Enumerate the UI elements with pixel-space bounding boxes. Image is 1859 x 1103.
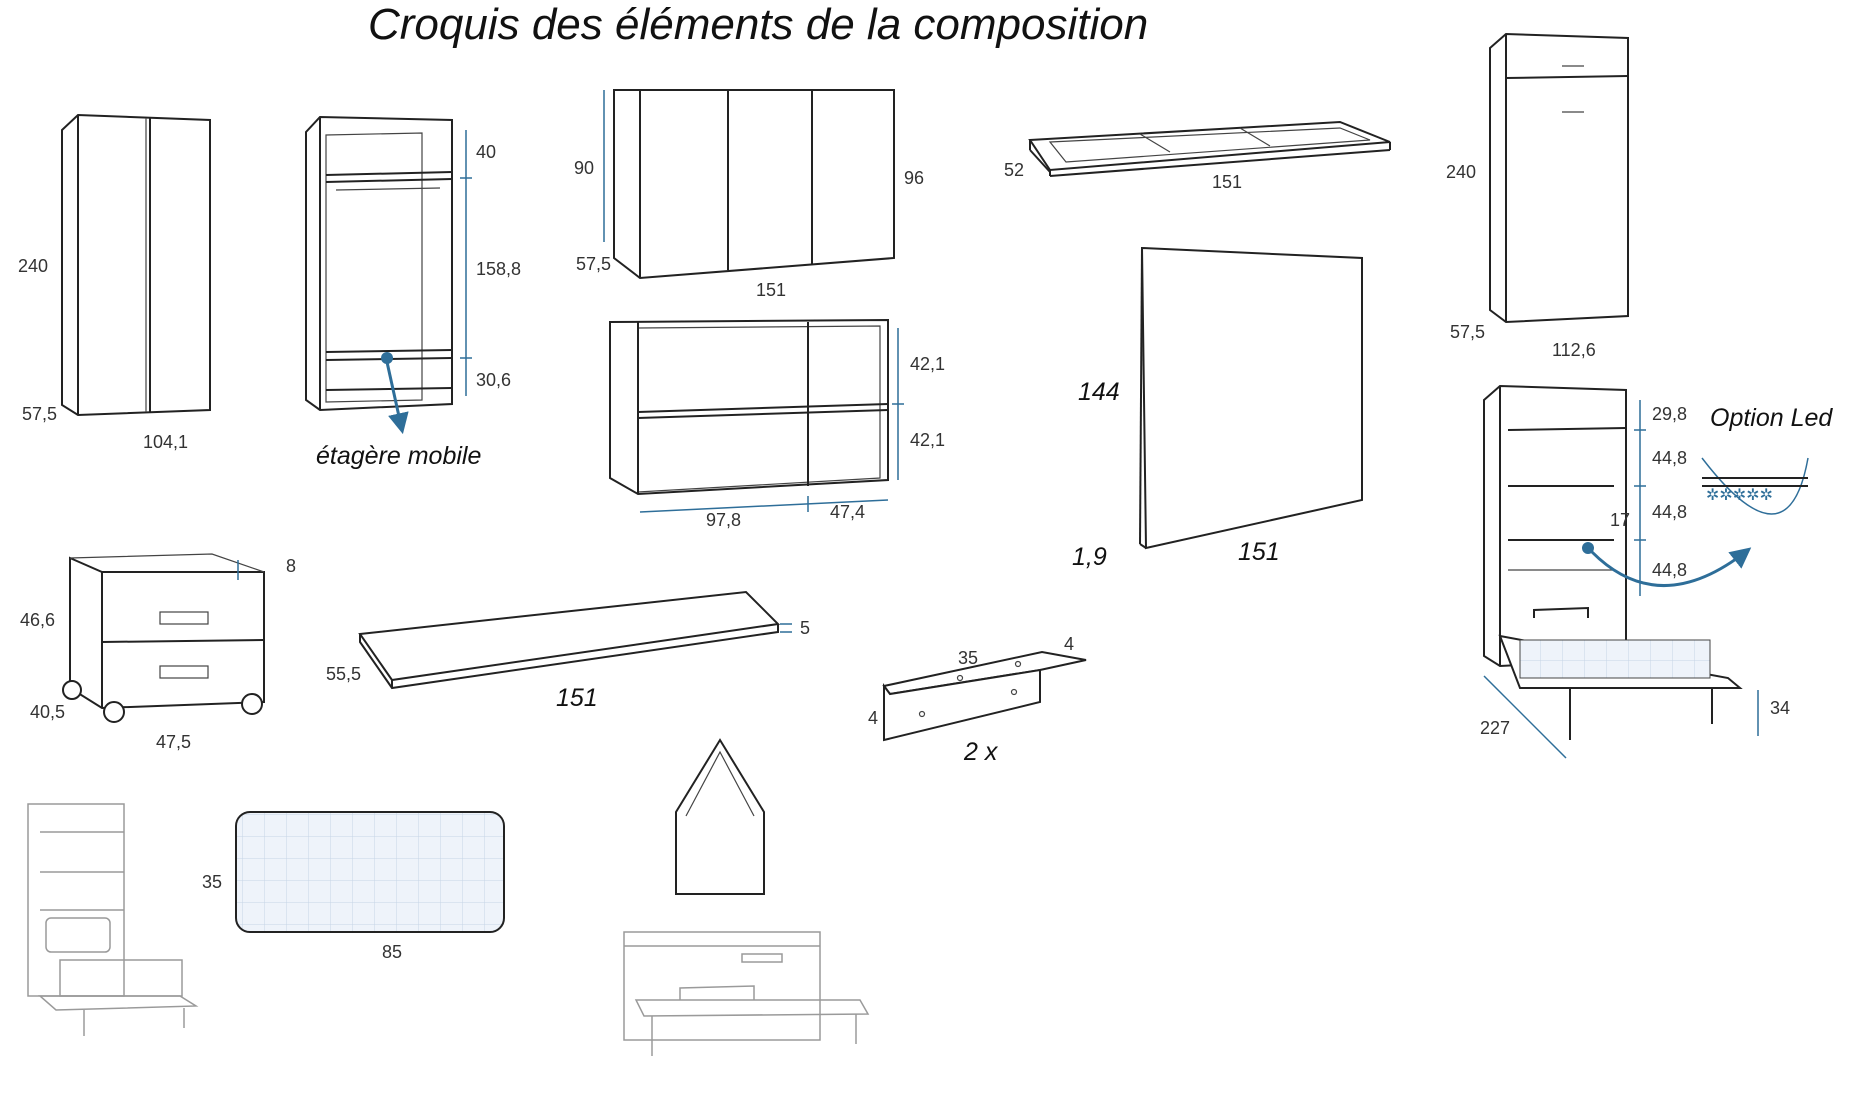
- bracket-side: 4: [868, 708, 878, 728]
- bracket-length: 35: [958, 648, 978, 668]
- wall-cabinet-height: 90: [574, 158, 594, 178]
- wardrobe-width: 104,1: [143, 432, 188, 452]
- panel: 144 1,9 151: [1072, 246, 1363, 571]
- wardrobe-interior: 40 158,8 30,6 étagère mobile: [305, 115, 521, 470]
- shelf-w1: 97,8: [706, 510, 741, 530]
- wardrobe-depth: 57,5: [22, 404, 57, 424]
- bed-open: 29,8 44,8 44,8 44,8 17 227 34 Option Led…: [1480, 384, 1833, 759]
- bed-length: 227: [1480, 718, 1510, 738]
- bed-cabinet-width: 112,6: [1552, 340, 1596, 360]
- panel-thickness: 1,9: [1072, 543, 1107, 571]
- bracket-width: 4: [1064, 634, 1074, 654]
- bed-h4: 44,8: [1652, 560, 1687, 580]
- bracket-count: 2 x: [963, 738, 999, 766]
- wall-cabinet-depth: 57,5: [576, 254, 611, 274]
- bed-h1: 29,8: [1652, 404, 1687, 424]
- drawer-top: 8: [286, 556, 296, 576]
- panel-width: 151: [1238, 538, 1280, 566]
- led-lights-icon: ✲✲✲✲✲: [1706, 485, 1773, 504]
- headboard-height: 35: [202, 872, 222, 892]
- mobile-shelf-marker: [381, 352, 393, 364]
- bed-cabinet-depth: 57,5: [1450, 322, 1485, 342]
- mobile-shelf-caption: étagère mobile: [316, 442, 481, 470]
- shelf-unit: 42,1 42,1 97,8 47,4: [609, 318, 945, 530]
- bed-leg: 34: [1770, 698, 1790, 718]
- frame-width: 151: [1212, 172, 1242, 192]
- desk-width: 151: [556, 684, 598, 712]
- drawer-depth: 40,5: [30, 702, 65, 722]
- option-led-label: Option Led: [1710, 404, 1833, 432]
- drawer-width: 47,5: [156, 732, 191, 752]
- wardrobe-height: 240: [18, 256, 48, 276]
- headboard-cushion: [235, 811, 505, 933]
- shelf-h2: 42,1: [910, 430, 945, 450]
- wardrobe-closed: 240 57,5 104,1: [18, 113, 211, 452]
- headboard-width: 85: [382, 942, 402, 962]
- bed-mark: 17: [1610, 510, 1630, 530]
- frame: 52 151: [1004, 120, 1391, 192]
- bed-h2: 44,8: [1652, 448, 1687, 468]
- desk-top: 5 55,5 151: [326, 590, 810, 712]
- interior-h1: 40: [476, 142, 496, 162]
- desk-depth: 55,5: [326, 664, 361, 684]
- headboard: 35 85: [202, 811, 505, 962]
- wall-cabinet: 90 96 57,5 151: [574, 89, 924, 300]
- interior-h2: 158,8: [476, 259, 521, 279]
- bed-composition-left: [27, 803, 199, 1036]
- interior-h3: 30,6: [476, 370, 511, 390]
- frame-depth: 52: [1004, 160, 1024, 180]
- arch-panel: [675, 738, 765, 895]
- panel-height: 144: [1078, 378, 1120, 406]
- shelf-h1: 42,1: [910, 354, 945, 374]
- page-title: Croquis des éléments de la composition: [368, 0, 1149, 49]
- drawer-unit: 8 46,6 40,5 47,5: [20, 553, 296, 752]
- drawer-height: 46,6: [20, 610, 55, 630]
- wall-cabinet-width: 151: [756, 280, 786, 300]
- bed-composition-center: [623, 931, 870, 1056]
- bracket: 35 4 4 2 x: [868, 634, 1087, 766]
- desk-thickness: 5: [800, 618, 810, 638]
- wall-cabinet-height-total: 96: [904, 168, 924, 188]
- bed-cabinet-closed: 240 57,5 112,6: [1446, 32, 1629, 360]
- bed-cabinet-height: 240: [1446, 162, 1476, 182]
- led-marker: [1582, 542, 1594, 554]
- bed-h3: 44,8: [1652, 502, 1687, 522]
- shelf-w2: 47,4: [830, 502, 865, 522]
